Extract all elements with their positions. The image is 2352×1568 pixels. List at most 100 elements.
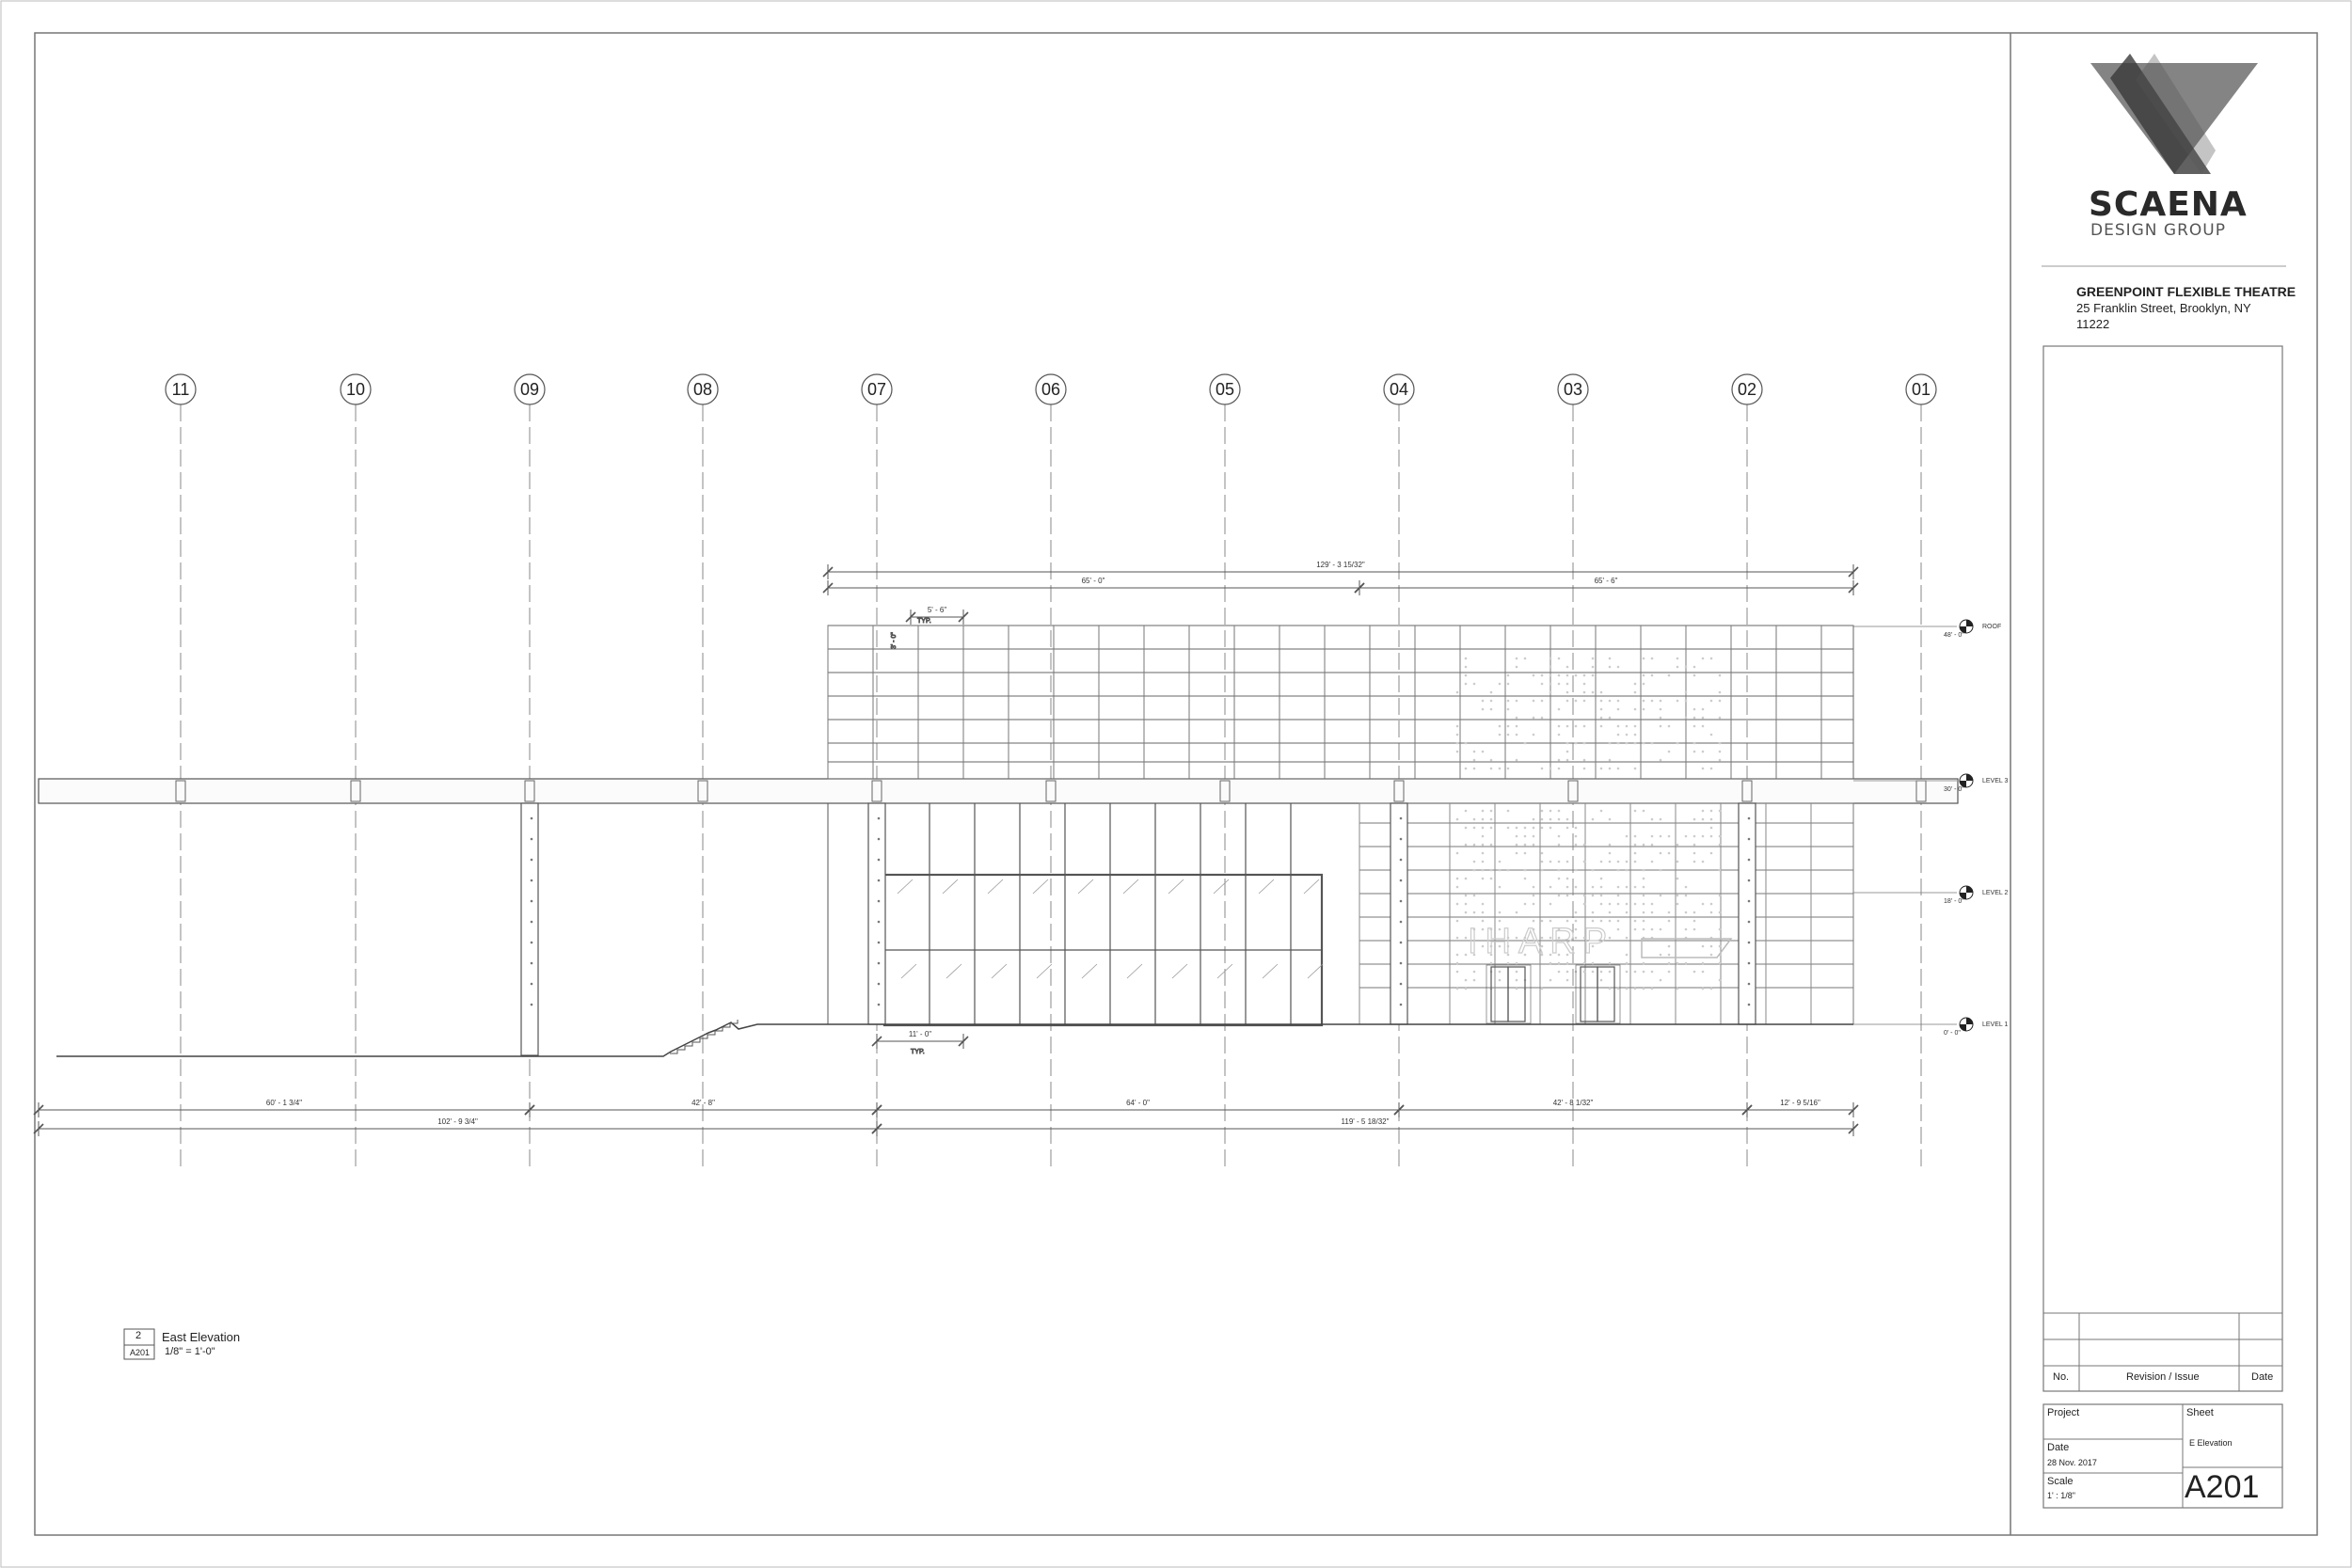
perforation-dot [1718, 741, 1722, 745]
perforation-dot [1625, 936, 1629, 940]
perforation-dot [1709, 657, 1713, 660]
grid-label: 11 [172, 380, 190, 399]
perforation-dot [1557, 817, 1561, 821]
perforation-dot [1557, 860, 1561, 863]
perforation-dot [1472, 843, 1476, 847]
perforation-dot [1506, 724, 1510, 728]
perforation-dot [1582, 673, 1586, 677]
perforation-dot [1676, 665, 1679, 669]
perforation-dot [1667, 750, 1671, 753]
level-name: LEVEL 2 [1982, 890, 2008, 896]
perforation-dot [1650, 843, 1654, 847]
perforation-dot [1549, 902, 1552, 906]
perforation-dot [1608, 843, 1612, 847]
perforation-dot [1616, 741, 1620, 745]
perforation-dot [1642, 843, 1645, 847]
perforation-dot [1532, 927, 1535, 931]
perforation-dot [1667, 724, 1671, 728]
perforation-dot [1642, 970, 1645, 974]
perforation-dot [1549, 919, 1552, 923]
perforation-dot [1642, 877, 1645, 880]
level-target-fill [1960, 774, 1973, 787]
perforation-dot [1667, 673, 1671, 677]
sheet-name: E Elevation [2189, 1438, 2233, 1448]
perforation-dot [1608, 767, 1612, 770]
firm-logo-icon [2090, 54, 2258, 174]
perforation-dot [1692, 741, 1696, 745]
perforation-dot [1633, 682, 1637, 686]
perforation-dot [1718, 673, 1722, 677]
perforation-dot [1549, 978, 1552, 982]
perforation-dot [1565, 860, 1569, 863]
perforation-dot [1574, 826, 1578, 830]
perforation-dot [1650, 902, 1654, 906]
perforation-dot [1701, 750, 1705, 753]
level-name: LEVEL 1 [1982, 1022, 2008, 1028]
grid-bubble [340, 373, 372, 405]
level-elevation: 0' - 0" [1944, 1030, 1961, 1037]
perforation-dot [1633, 767, 1637, 770]
perforation-dot [1455, 817, 1459, 821]
perforation-dot [1523, 843, 1527, 847]
perforation-dot [1523, 834, 1527, 838]
perforation-dot [1718, 750, 1722, 753]
perforation-dot [1523, 936, 1527, 940]
perforation-dot [1498, 927, 1502, 931]
perforation-dot [1591, 868, 1595, 872]
dimension-text: TYP. [917, 618, 931, 625]
perforation-dot [1565, 758, 1569, 762]
perforation-dot [1489, 927, 1493, 931]
perforation-dot [1455, 936, 1459, 940]
lower-mullions [1359, 803, 1812, 1024]
perforation-dot [1633, 809, 1637, 813]
perforation-dot [1616, 894, 1620, 897]
perforation-dot [1650, 699, 1654, 703]
perforation-dot [1523, 826, 1527, 830]
level-elevation: 30' - 0" [1944, 786, 1964, 793]
perforation-dot [1625, 987, 1629, 990]
perforation-dot [1625, 902, 1629, 906]
perforation-dot [1557, 809, 1561, 813]
perforation-dot [1591, 894, 1595, 897]
perforation-dot [1455, 902, 1459, 906]
perforation-dot [1608, 699, 1612, 703]
perforation-dot [1616, 987, 1620, 990]
perforation-dot [1591, 961, 1595, 965]
perforation-dot [1515, 657, 1518, 660]
perforation-dot [1532, 733, 1535, 736]
dimension-slash [871, 1123, 882, 1134]
perforation-dot [1523, 741, 1527, 745]
grid-label: 07 [867, 380, 886, 399]
perforation-dot [1701, 961, 1705, 965]
grid-bubble [687, 373, 719, 405]
structural-columns [175, 780, 1927, 1056]
perforation-dot [1692, 750, 1696, 753]
perforation-dot [1565, 978, 1569, 982]
perforation-dot [1625, 834, 1629, 838]
perforation-dot [1582, 690, 1586, 694]
perforation-dot [1633, 733, 1637, 736]
perforation-dot [1591, 817, 1595, 821]
perforation-dot [1489, 944, 1493, 948]
glass-hatch [1168, 879, 1184, 895]
firm-subtitle: DESIGN GROUP [2090, 221, 2226, 240]
perforation-dot [1642, 868, 1645, 872]
perforation-dot [1718, 716, 1722, 720]
perforation-dot [1659, 868, 1662, 872]
perforation-dot [1684, 927, 1688, 931]
grid-bubble [1383, 373, 1415, 405]
perforation-dot [1701, 817, 1705, 821]
level-3-slab [38, 778, 1959, 804]
perforation-dot [1692, 970, 1696, 974]
perforation-dot [1642, 927, 1645, 931]
perforation-dot [1523, 953, 1527, 957]
dimension-text: 11' - 0" [909, 1030, 931, 1038]
perforation-dot [1489, 868, 1493, 872]
perforation-dot [1472, 758, 1476, 762]
glass-hatch [1262, 963, 1279, 979]
perforation-dot [1515, 826, 1518, 830]
perforation-dot [1557, 936, 1561, 940]
perforation-dot [1489, 953, 1493, 957]
perforation-dot [1557, 961, 1561, 965]
perforation-dot [1515, 978, 1518, 982]
